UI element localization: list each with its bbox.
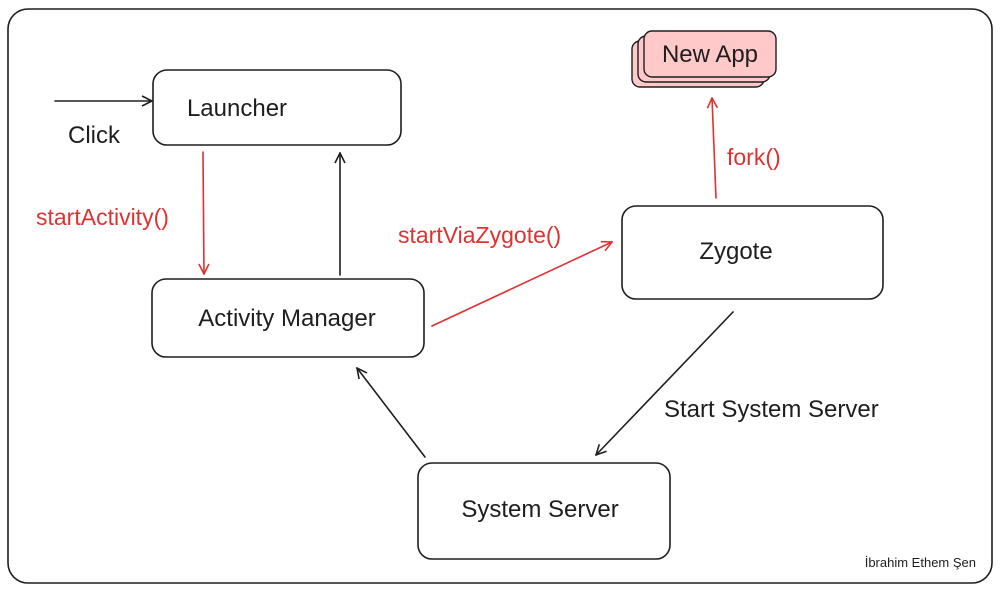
system-server-label: System Server [461,496,618,523]
author-credit: İbrahim Ethem Şen [865,555,976,570]
click-label: Click [68,122,121,149]
start-activity-label: startActivity() [36,204,169,230]
start-via-zygote-arrow [431,242,612,327]
new-app-node: New App [631,30,777,88]
zygote-label: Zygote [699,238,772,265]
fork-arrow [712,98,716,199]
activity-manager-node: Activity Manager [151,278,425,358]
system-server-to-activity-manager-arrow [357,368,426,458]
start-system-server-label: Start System Server [664,396,879,423]
fork-label: fork() [727,144,781,170]
system-server-node: System Server [417,462,671,560]
activity-manager-label: Activity Manager [198,305,375,332]
start-system-server-arrow [596,311,734,455]
zygote-node: Zygote [621,205,884,300]
diagram-frame [7,8,993,584]
start-via-zygote-label: startViaZygote() [398,222,561,248]
launcher-node: Launcher [152,69,402,146]
start-activity-arrow [203,151,204,274]
launcher-label: Launcher [187,95,287,122]
new-app-label: New App [662,41,758,68]
